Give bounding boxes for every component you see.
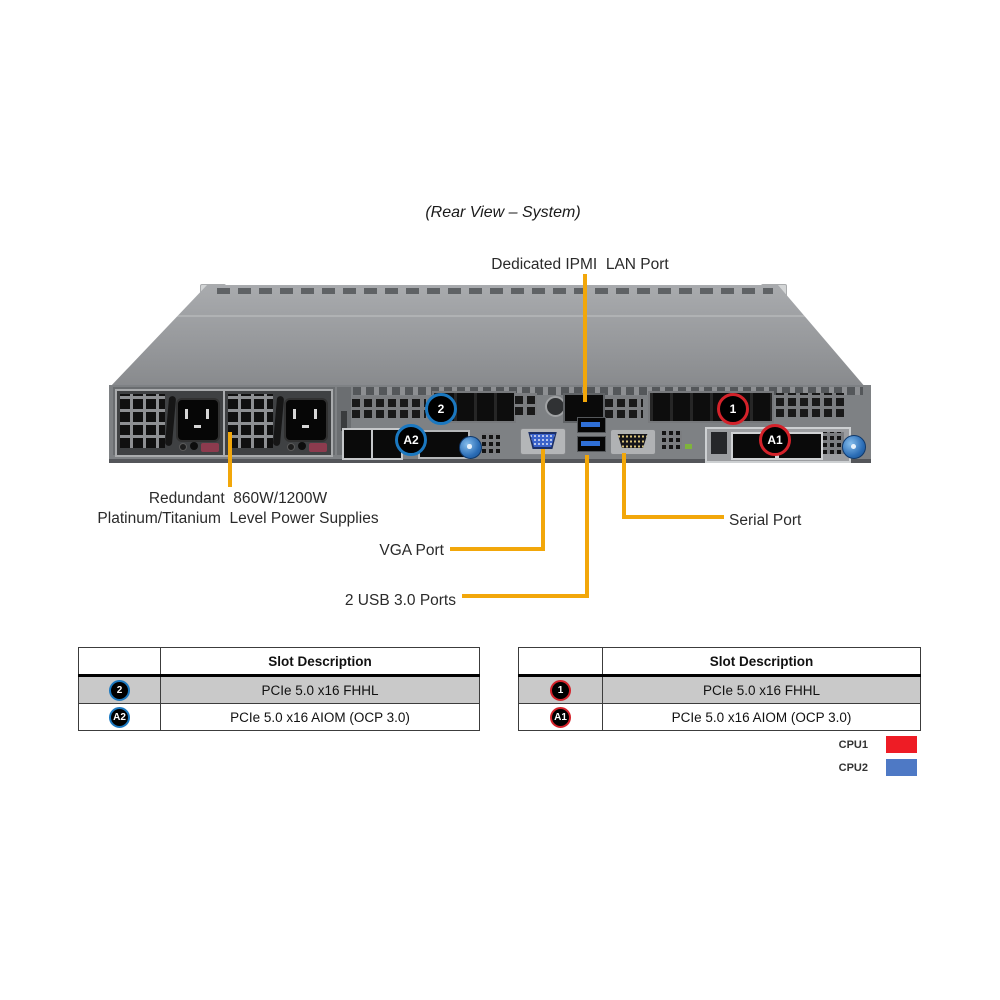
ac-inlet <box>176 398 220 442</box>
psu-led <box>179 443 187 451</box>
callout-line-serial-v <box>622 453 626 519</box>
slot-description-header: Slot Description <box>160 647 480 677</box>
callout-line-psu <box>228 432 232 487</box>
legend-label-cpu1: CPU1 <box>838 739 868 751</box>
table-row: A2 PCIe 5.0 x16 AIOM (OCP 3.0) <box>78 703 480 731</box>
table-header-row: Slot Description <box>78 647 480 677</box>
psu-vent-grid <box>228 394 273 448</box>
usb3-port-bottom <box>577 436 606 452</box>
psu-latch <box>309 443 327 452</box>
vga-port <box>520 428 566 455</box>
vent-grid <box>352 396 426 418</box>
psu-left <box>115 389 225 457</box>
table-badge-2: 2 <box>109 679 130 701</box>
panel-vent-dashes <box>353 387 863 395</box>
vent-grid <box>605 396 643 418</box>
label-usb-ports: 2 USB 3.0 Ports <box>344 592 456 609</box>
callout-line-usb-v <box>585 455 589 598</box>
label-serial-port: Serial Port <box>729 512 802 529</box>
callout-line-vga-h <box>450 547 543 551</box>
vent-grid <box>776 393 844 417</box>
vent-dots <box>482 433 500 453</box>
vent-grid <box>515 393 537 415</box>
legend-label-cpu2: CPU2 <box>838 762 868 774</box>
table-badge-a2: A2 <box>109 706 130 728</box>
table-row: 2 PCIe 5.0 x16 FHHL <box>78 675 480 704</box>
slot-badge-1: 1 <box>717 393 749 425</box>
label-psu-line1: Redundant 860W/1200W <box>148 490 328 507</box>
slot-description-cell: PCIe 5.0 x16 AIOM (OCP 3.0) <box>160 703 480 731</box>
slot-badge-2: 2 <box>425 393 457 425</box>
slot-table-right: Slot Description 1 PCIe 5.0 x16 FHHL A1 … <box>518 647 921 731</box>
psu-latch <box>201 443 219 452</box>
psu-handle <box>272 395 285 447</box>
lid-vent-dashes <box>217 288 773 294</box>
slot-description-cell: PCIe 5.0 x16 FHHL <box>160 675 480 704</box>
label-psu-line2: Platinum/Titanium Level Power Supplies <box>97 510 379 527</box>
callout-line-serial-h <box>624 515 724 519</box>
badge-column-header <box>78 647 161 677</box>
label-ipmi-lan-port: Dedicated IPMI LAN Port <box>491 256 669 273</box>
callout-line-ipmi <box>583 274 587 402</box>
psu-right <box>223 389 333 457</box>
callout-line-vga-v <box>541 449 545 551</box>
vent-dots <box>662 431 682 449</box>
pcie-slot-1 <box>648 391 774 423</box>
slot-badge-a2: A2 <box>395 424 427 456</box>
table-header-row: Slot Description <box>518 647 921 677</box>
vent-dots <box>823 432 844 454</box>
thumbscrew-icon <box>459 436 482 459</box>
psu-vent-grid <box>120 394 165 448</box>
usb3-port-top <box>577 417 606 433</box>
lan-port-1 <box>342 428 374 460</box>
figure-title: (Rear View – System) <box>425 204 581 221</box>
status-led <box>685 444 692 449</box>
table-badge-1: 1 <box>550 679 571 701</box>
label-vga-port: VGA Port <box>379 542 444 559</box>
badge-column-header <box>518 647 603 677</box>
server-rear-illustration: 2 1 A2 A1 <box>105 281 897 463</box>
legend-swatch-cpu2 <box>886 759 917 776</box>
callout-line-usb-h <box>462 594 589 598</box>
slot-description-header: Slot Description <box>602 647 921 677</box>
chassis-lid <box>109 285 866 388</box>
psu-led <box>287 443 295 451</box>
slot-description-cell: PCIe 5.0 x16 AIOM (OCP 3.0) <box>602 703 921 731</box>
slot-description-cell: PCIe 5.0 x16 FHHL <box>602 675 921 704</box>
psu-handle <box>164 395 177 447</box>
table-row: 1 PCIe 5.0 x16 FHHL <box>518 675 921 704</box>
serial-port <box>610 429 656 455</box>
slot-table-left: Slot Description 2 PCIe 5.0 x16 FHHL A2 … <box>78 647 480 731</box>
ac-inlet <box>284 398 328 442</box>
slot-badge-a1: A1 <box>759 424 791 456</box>
legend-swatch-cpu1 <box>886 736 917 753</box>
table-badge-a1: A1 <box>550 706 571 728</box>
table-row: A1 PCIe 5.0 x16 AIOM (OCP 3.0) <box>518 703 921 731</box>
thumbscrew-icon <box>842 435 866 459</box>
